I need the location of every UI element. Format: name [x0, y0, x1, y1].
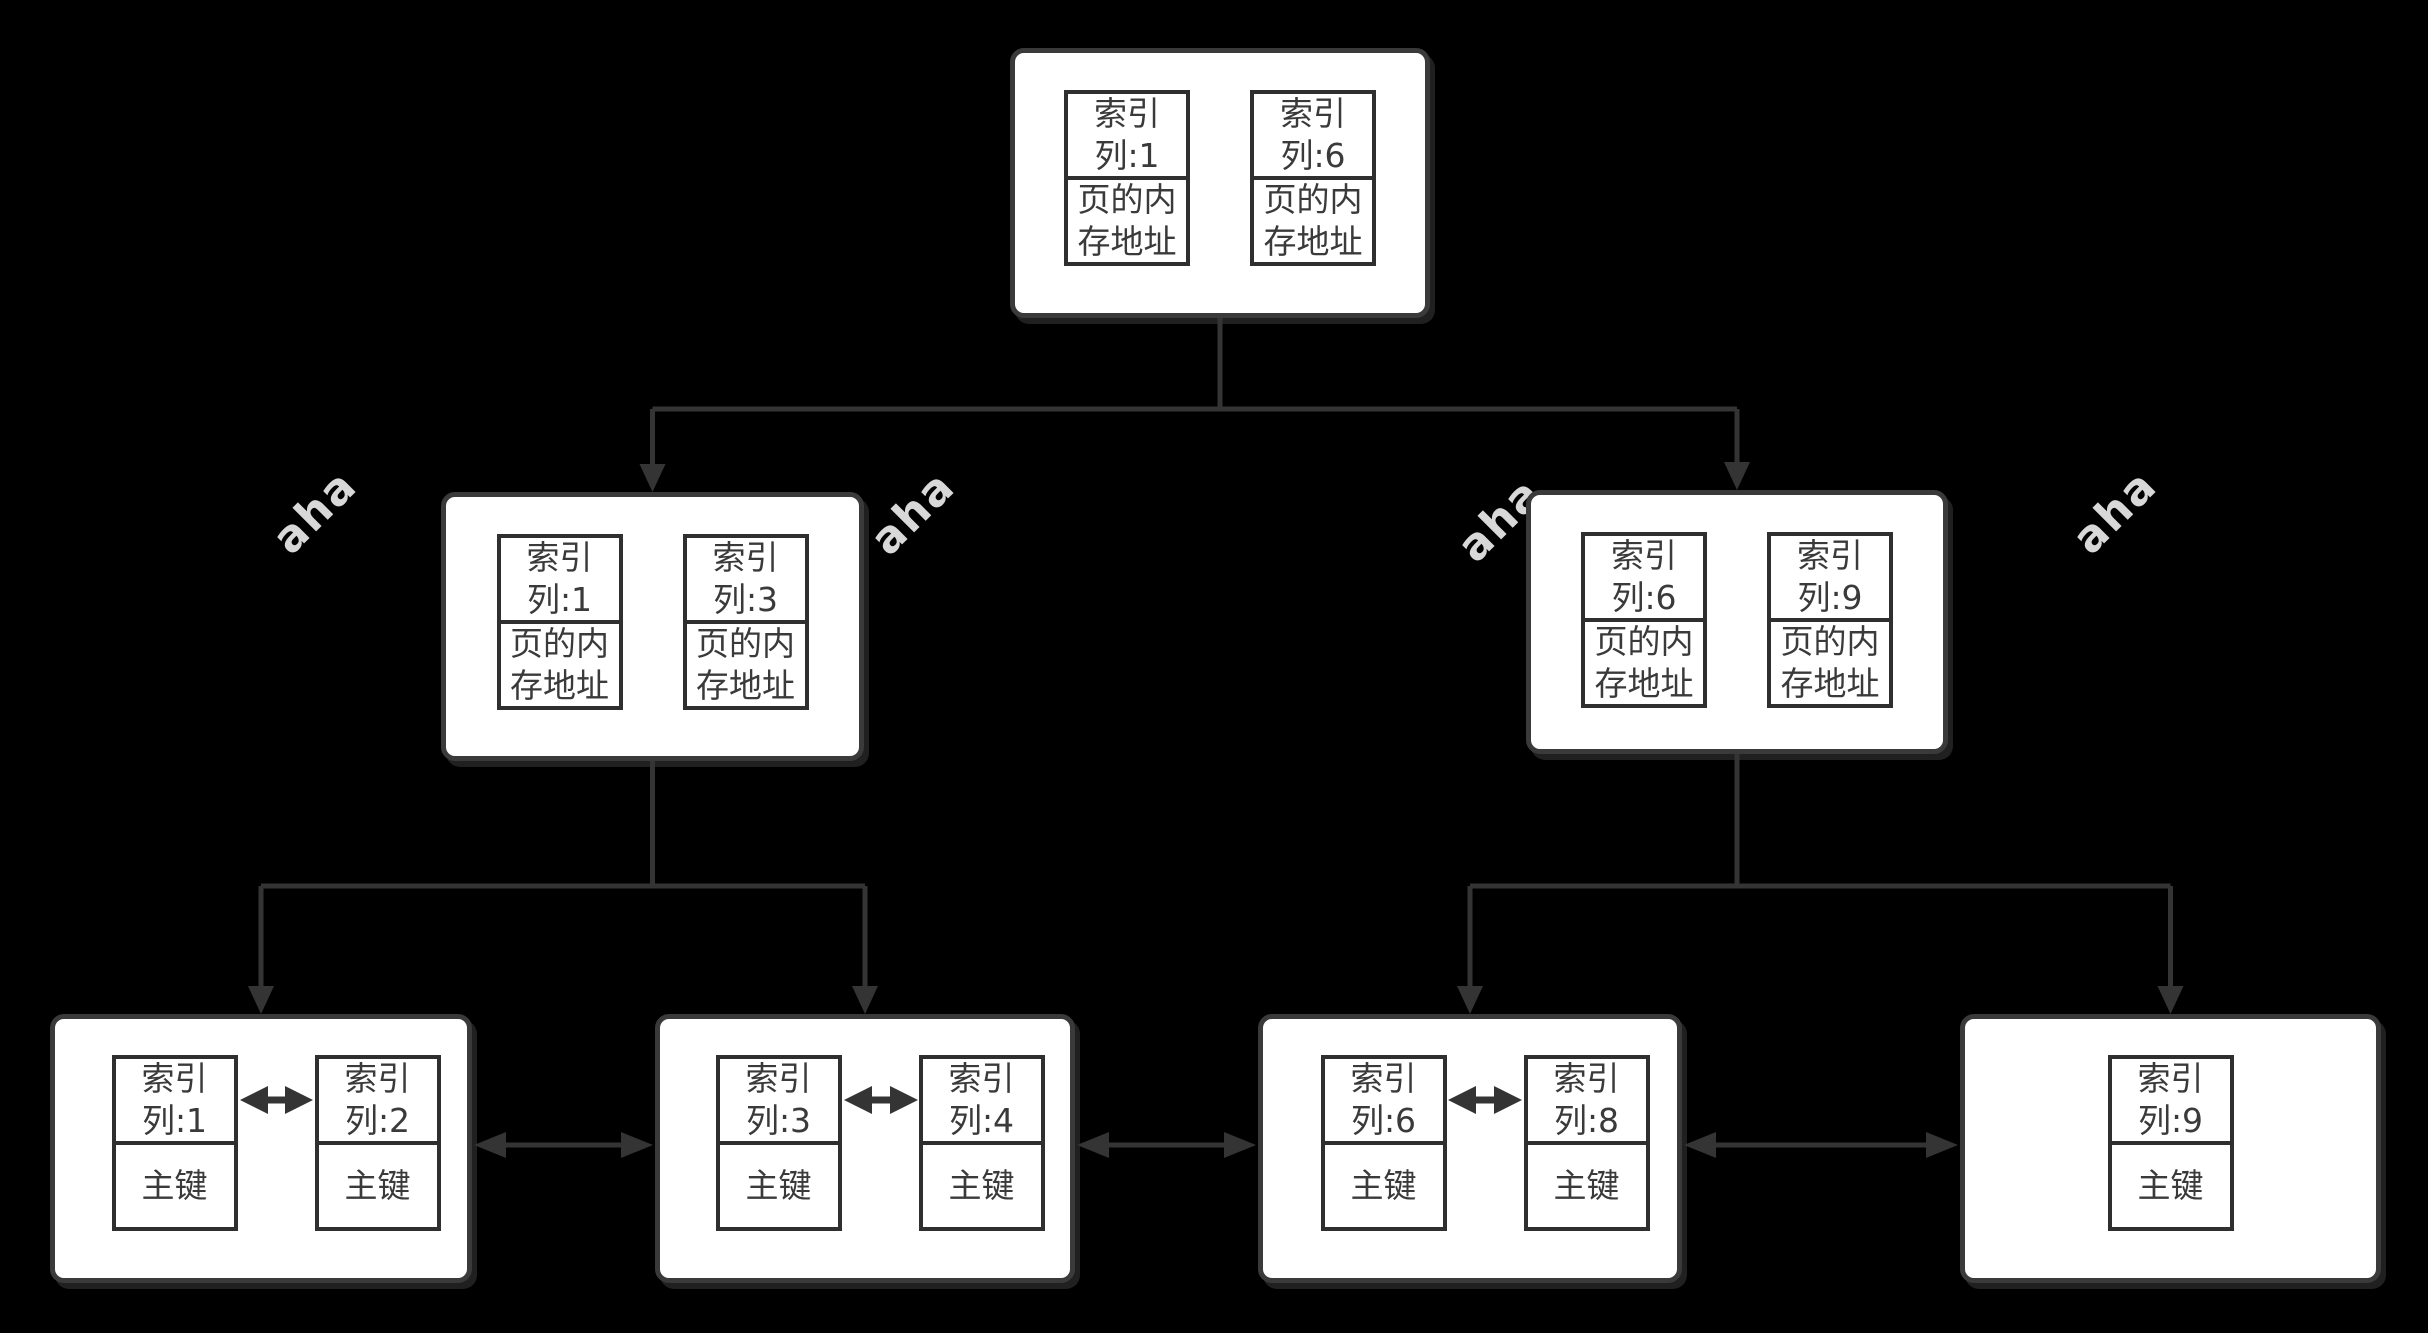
watermark-text: aha — [2062, 459, 2168, 565]
primary-key-cell: 主键 — [715, 1141, 842, 1231]
leaf-entry-1: 索引 列:9 主键 — [2107, 1055, 2234, 1231]
internal-entry-1: 索引 列:6 页的内 存地址 — [1581, 532, 1707, 708]
watermark-text: aha — [860, 460, 966, 566]
leaf-entry-1: 索引 列:3 主键 — [715, 1055, 842, 1231]
index-key-cell: 索引 列:3 — [715, 1055, 842, 1145]
node-leaf-3: 索引 列:6 主键 索引 列:8 主键 — [1258, 1014, 1682, 1283]
page-pointer-cell: 页的内 存地址 — [682, 620, 809, 710]
page-pointer-cell: 页的内 存地址 — [1767, 618, 1893, 708]
node-leaf-2: 索引 列:3 主键 索引 列:4 主键 — [655, 1014, 1075, 1283]
arrowhead-left-icon — [474, 1132, 506, 1158]
arrowhead-down-icon — [852, 986, 878, 1014]
index-key-cell: 索引 列:4 — [918, 1055, 1045, 1145]
double-arrow-leaf2-leaf3 — [1077, 1132, 1256, 1158]
arrowhead-down-icon — [2157, 986, 2184, 1014]
leaf-entry-2: 索引 列:8 主键 — [1523, 1055, 1650, 1231]
arrowhead-down-icon — [1724, 462, 1750, 490]
primary-key-cell: 主键 — [314, 1141, 441, 1231]
index-key-cell: 索引 列:8 — [1523, 1055, 1650, 1145]
page-pointer-cell: 页的内 存地址 — [1250, 176, 1376, 266]
index-key-cell: 索引 列:6 — [1250, 90, 1376, 180]
internal-entry-2: 索引 列:9 页的内 存地址 — [1767, 532, 1893, 708]
primary-key-cell: 主键 — [1523, 1141, 1650, 1231]
leaf-entry-1: 索引 列:6 主键 — [1320, 1055, 1447, 1231]
watermark-text: aha — [262, 459, 368, 565]
arrowhead-right-icon — [1926, 1132, 1958, 1158]
primary-key-cell: 主键 — [2107, 1141, 2234, 1231]
page-pointer-cell: 页的内 存地址 — [1064, 176, 1190, 266]
internal-entry-2: 索引 列:3 页的内 存地址 — [682, 534, 809, 710]
double-arrow-leaf1-leaf2 — [474, 1132, 653, 1158]
arrowhead-left-icon — [1684, 1132, 1716, 1158]
root-entry-1: 索引 列:1 页的内 存地址 — [1064, 90, 1190, 266]
page-pointer-cell: 页的内 存地址 — [496, 620, 623, 710]
root-entry-2: 索引 列:6 页的内 存地址 — [1250, 90, 1376, 266]
internal-entry-1: 索引 列:1 页的内 存地址 — [496, 534, 623, 710]
arrowhead-right-icon — [1224, 1132, 1256, 1158]
arrow-internal-right-to-leaves — [1457, 754, 2184, 1014]
arrowhead-down-icon — [1457, 986, 1483, 1014]
node-internal-left: 索引 列:1 页的内 存地址 索引 列:3 页的内 存地址 — [441, 492, 864, 761]
primary-key-cell: 主键 — [111, 1141, 238, 1231]
arrowhead-down-icon — [248, 986, 274, 1014]
index-key-cell: 索引 列:3 — [682, 534, 809, 624]
index-key-cell: 索引 列:6 — [1320, 1055, 1447, 1145]
leaf-entry-2: 索引 列:2 主键 — [314, 1055, 441, 1231]
page-pointer-cell: 页的内 存地址 — [1581, 618, 1707, 708]
index-key-cell: 索引 列:1 — [111, 1055, 238, 1145]
index-key-cell: 索引 列:2 — [314, 1055, 441, 1145]
node-leaf-4: 索引 列:9 主键 — [1960, 1014, 2381, 1283]
index-key-cell: 索引 列:9 — [2107, 1055, 2234, 1145]
node-leaf-1: 索引 列:1 主键 索引 列:2 主键 — [50, 1014, 472, 1283]
node-internal-right: 索引 列:6 页的内 存地址 索引 列:9 页的内 存地址 — [1526, 490, 1948, 754]
arrowhead-right-icon — [621, 1132, 653, 1158]
primary-key-cell: 主键 — [1320, 1141, 1447, 1231]
index-key-cell: 索引 列:6 — [1581, 532, 1707, 622]
index-key-cell: 索引 列:1 — [496, 534, 623, 624]
arrow-root-to-internal — [639, 318, 1750, 492]
arrowhead-left-icon — [1077, 1132, 1109, 1158]
arrow-internal-left-to-leaves — [248, 761, 878, 1014]
node-root: 索引 列:1 页的内 存地址 索引 列:6 页的内 存地址 — [1010, 48, 1430, 318]
double-arrow-leaf3-leaf4 — [1684, 1132, 1958, 1158]
arrowhead-down-icon — [639, 464, 666, 492]
leaf-entry-2: 索引 列:4 主键 — [918, 1055, 1045, 1231]
primary-key-cell: 主键 — [918, 1141, 1045, 1231]
index-key-cell: 索引 列:1 — [1064, 90, 1190, 180]
leaf-entry-1: 索引 列:1 主键 — [111, 1055, 238, 1231]
index-key-cell: 索引 列:9 — [1767, 532, 1893, 622]
